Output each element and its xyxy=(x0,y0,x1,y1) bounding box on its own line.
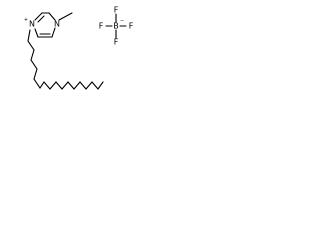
boron-charge: − xyxy=(120,18,124,24)
fluorine-top: F xyxy=(114,6,119,15)
fluorine-bottom: F xyxy=(114,38,119,47)
tetrafluoroborate-anion: B − F F F F xyxy=(99,6,134,47)
fluorine-left: F xyxy=(99,22,104,31)
ring-nitrogen-1: N xyxy=(54,20,60,29)
ring-nitrogen-charge: + xyxy=(24,17,28,23)
fluorine-right: F xyxy=(129,22,134,31)
ring-nitrogen-3: N xyxy=(29,20,35,29)
bond-n3-c2-double xyxy=(37,15,45,23)
bond-c2-n1 xyxy=(48,12,56,21)
boron-atom: B xyxy=(113,22,119,31)
methyl-bond xyxy=(58,12,73,21)
imidazolium-ring xyxy=(34,12,56,38)
structure-diagram: N N + B − F F F F xyxy=(24,6,134,90)
bond-c4-n3 xyxy=(34,28,39,38)
bond-n3-c2 xyxy=(34,12,43,21)
hexadecyl-chain xyxy=(27,29,104,90)
bond-n1-c5 xyxy=(51,27,56,38)
